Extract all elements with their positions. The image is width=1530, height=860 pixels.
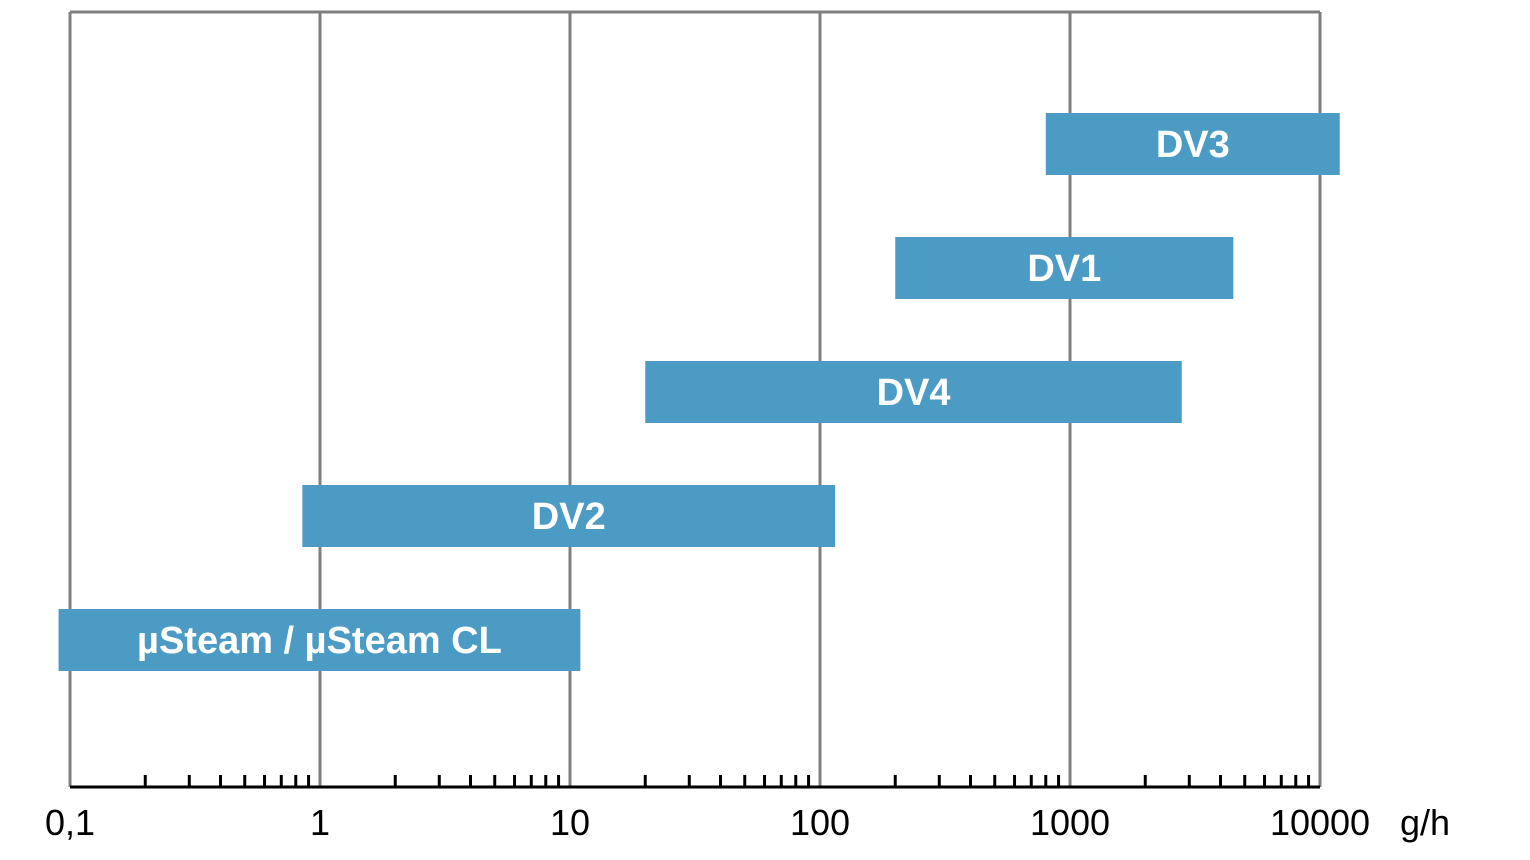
range-bar-label: DV1	[1027, 248, 1101, 290]
range-bar-label: DV3	[1156, 124, 1230, 166]
range-bar-group: µSteam / µSteam CL	[58, 609, 581, 671]
x-tick-label: 0,1	[45, 802, 95, 843]
range-bar	[895, 237, 1234, 299]
axis-layer: 0,1 1 10 100 1000 10000 g/h	[45, 775, 1450, 843]
range-bar-group: DV3	[1045, 113, 1340, 175]
range-bar-label: µSteam / µSteam CL	[137, 620, 502, 662]
range-bar	[645, 361, 1182, 423]
x-tick-label: 1000	[1030, 802, 1110, 843]
x-tick-label: 100	[790, 802, 850, 843]
x-tick-label: 10000	[1270, 802, 1370, 843]
range-bar-group: DV1	[895, 237, 1234, 299]
x-tick-label: 10	[550, 802, 590, 843]
x-tick-label: 1	[310, 802, 330, 843]
range-bar-label: DV4	[877, 372, 951, 414]
range-bar-group: DV4	[645, 361, 1182, 423]
range-bar-group: DV2	[302, 485, 836, 547]
range-bar	[58, 609, 581, 671]
range-bar-label: DV2	[532, 496, 606, 538]
x-unit-label: g/h	[1400, 802, 1450, 843]
range-bar	[302, 485, 836, 547]
range-bar	[1045, 113, 1340, 175]
